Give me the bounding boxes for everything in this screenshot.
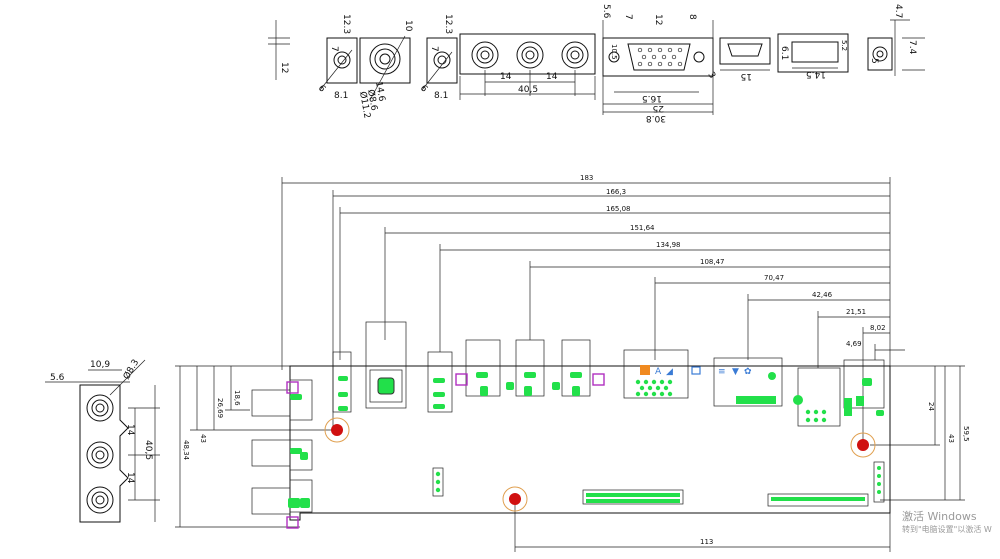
svg-text:✿: ✿ bbox=[744, 367, 752, 377]
dim-w108-47: 108,47 bbox=[700, 258, 725, 266]
dim-4-7: 4.7 bbox=[893, 4, 903, 18]
dim-w70-47: 70,47 bbox=[764, 274, 784, 282]
dim-40-5: 40,5 bbox=[518, 85, 538, 95]
rca-jack-2 bbox=[426, 37, 458, 84]
purple-markers bbox=[286, 373, 605, 529]
dim-h43r: 43 bbox=[947, 434, 955, 443]
dim-11-2: Ø11.2 bbox=[357, 91, 373, 120]
mounting-holes bbox=[324, 417, 876, 512]
dim-h48-34: 48,34 bbox=[182, 440, 190, 461]
watermark-subtitle: 转到"电脑设置"以激活 W bbox=[902, 525, 992, 534]
dim-7-4: 7.4 bbox=[907, 40, 917, 55]
dim-7a: 7 bbox=[329, 46, 339, 52]
dim-w4-69: 4,69 bbox=[846, 340, 862, 348]
rca-jack-1 bbox=[326, 37, 358, 84]
dim-7c: 7 bbox=[623, 14, 633, 20]
side-view-rca: 5.6 10,9 Ø8.3 14 14 40,5 bbox=[45, 357, 160, 523]
svg-text:A: A bbox=[655, 367, 662, 377]
dim-5: 5 bbox=[869, 58, 879, 64]
dim-w166-3: 166,3 bbox=[606, 188, 626, 196]
board-dimension-lines: 183 166,3 165,08 151,64 134,98 108,47 70… bbox=[175, 174, 970, 552]
dim-10-5: 10.5 bbox=[610, 44, 618, 60]
dim-6b: 6 bbox=[418, 84, 430, 95]
dim-h26-69: 26,69 bbox=[216, 398, 224, 418]
dim-10: 10 bbox=[403, 20, 413, 32]
dim-6-1: 6.1 bbox=[779, 46, 789, 60]
dim-8-6: Ø8.6 bbox=[365, 89, 380, 112]
watermark-title: 激活 Windows bbox=[902, 510, 977, 523]
dim-16-5: 16.5 bbox=[642, 93, 662, 103]
dim-5-6: 5.6 bbox=[601, 4, 611, 19]
dim-14a: 14 bbox=[500, 72, 512, 82]
dim-w21-51: 21,51 bbox=[846, 308, 866, 316]
dim-h59-5: 59,5 bbox=[962, 426, 970, 442]
side-dim-14a: 14 bbox=[125, 424, 135, 436]
svg-text:◢: ◢ bbox=[666, 367, 673, 377]
dim-w165-08: 165,08 bbox=[606, 205, 631, 213]
large-jack bbox=[359, 37, 411, 84]
dim-15: 15 bbox=[741, 71, 752, 81]
dim-14-6: 14.6 bbox=[373, 81, 386, 103]
dim-h43: 43 bbox=[199, 434, 207, 443]
dim-12: 12 bbox=[279, 62, 289, 73]
dim-w113: 113 bbox=[700, 538, 713, 546]
pcb-board bbox=[251, 321, 891, 521]
green-pads bbox=[288, 372, 885, 508]
dim-w8-02: 8,02 bbox=[870, 324, 886, 332]
dim-14b: 14 bbox=[546, 72, 558, 82]
dim-8-1b: 8.1 bbox=[434, 91, 448, 101]
dim-30-8: 30.8 bbox=[646, 113, 666, 123]
side-dim-5-6: 5.6 bbox=[50, 373, 65, 383]
dim-8: 8 bbox=[687, 14, 697, 20]
dim-3: 3 bbox=[705, 71, 717, 81]
dim-12-3a: 12.3 bbox=[341, 14, 351, 34]
dim-w151-64: 151,64 bbox=[630, 224, 655, 232]
svg-text:≡: ≡ bbox=[718, 367, 726, 377]
side-dim-10-9: 10,9 bbox=[90, 360, 110, 370]
dim-12-3b: 12.3 bbox=[443, 14, 453, 34]
dim-5-2: 5.2 bbox=[840, 40, 848, 51]
triple-rca-block bbox=[459, 33, 596, 75]
dim-12b: 12 bbox=[653, 14, 663, 25]
top-connector-views: 12 12.3 7 8.1 6 10 14.6 Ø8.6 Ø11.2 12.3 … bbox=[268, 4, 925, 123]
dim-6a: 6 bbox=[316, 84, 328, 95]
component-icons: A ◢ ≡ ▼ ✿ bbox=[640, 365, 752, 377]
side-dim-40-5: 40,5 bbox=[143, 440, 153, 460]
dim-w183: 183 bbox=[580, 174, 593, 182]
svg-text:▼: ▼ bbox=[732, 367, 739, 377]
dim-7b: 7 bbox=[429, 46, 439, 52]
side-dim-14b: 14 bbox=[125, 472, 135, 484]
dc-jack bbox=[867, 37, 893, 71]
dim-25: 25 bbox=[653, 103, 664, 113]
side-dim-8-3: Ø8.3 bbox=[121, 357, 141, 381]
dim-14-5: 14.5 bbox=[806, 69, 826, 79]
dim-w134-98: 134,98 bbox=[656, 241, 681, 249]
usb-connector bbox=[777, 33, 849, 73]
dim-8-1a: 8.1 bbox=[334, 91, 348, 101]
dim-w42-46: 42,46 bbox=[812, 291, 833, 299]
hdmi-connector bbox=[719, 37, 771, 65]
dim-h24: 24 bbox=[927, 402, 935, 411]
dim-h18-6: 18,6 bbox=[233, 390, 241, 406]
